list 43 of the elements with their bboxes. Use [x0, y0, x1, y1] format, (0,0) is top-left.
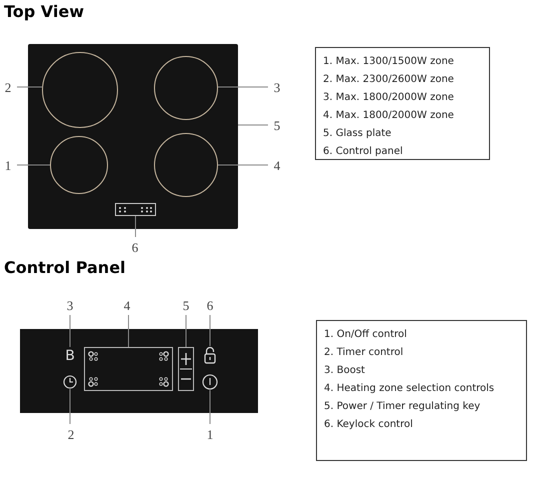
legend-item: 3. Max. 1800/2000W zone — [323, 91, 454, 105]
callout-number: 5 — [271, 118, 283, 132]
legend-item: 4. Max. 1800/2000W zone — [323, 109, 454, 123]
leader-line — [238, 124, 268, 126]
legend-item: 5. Glass plate — [323, 127, 392, 141]
leader-line — [217, 86, 268, 88]
cooking-zone — [42, 52, 118, 128]
legend-item: 4. Heating zone selection controls — [324, 382, 494, 396]
callout-number: 4 — [271, 158, 283, 172]
callout-number: 6 — [129, 240, 141, 254]
callout-number: 4 — [121, 298, 133, 312]
legend-item: 3. Boost — [324, 364, 365, 378]
legend-item: 6. Control panel — [323, 145, 403, 159]
boost-key: B — [63, 347, 77, 364]
legend-item: 1. Max. 1300/1500W zone — [323, 55, 454, 69]
section-heading: Control Panel — [4, 260, 126, 276]
section-heading: Top View — [4, 4, 84, 20]
control-panel — [115, 203, 156, 216]
callout-number: 1 — [204, 427, 216, 441]
glass-plate — [28, 44, 238, 229]
leader-line — [16, 164, 50, 166]
callout-number: 3 — [64, 298, 76, 312]
leader-line — [16, 86, 43, 88]
legend-box — [316, 320, 527, 461]
legend-item: 2. Timer control — [324, 346, 404, 360]
leader-line — [135, 216, 136, 238]
leader-line — [218, 164, 268, 166]
cooking-zone — [50, 136, 108, 194]
legend-item: 2. Max. 2300/2600W zone — [323, 73, 454, 87]
legend-item: 5. Power / Timer regulating key — [324, 400, 480, 414]
leader-line — [128, 314, 129, 348]
legend-box — [315, 47, 490, 160]
callout-number: 2 — [65, 427, 77, 441]
control-panel-strip — [20, 329, 258, 413]
legend-item: 6. Keylock control — [324, 418, 413, 432]
legend-item: 1. On/Off control — [324, 328, 407, 342]
callout-number: 3 — [271, 80, 283, 94]
cooking-zone — [154, 56, 218, 120]
callout-number: 1 — [2, 158, 14, 172]
callout-number: 6 — [204, 298, 216, 312]
callout-number: 2 — [2, 80, 14, 94]
callout-number: 5 — [180, 298, 192, 312]
cooking-zone — [154, 133, 218, 197]
